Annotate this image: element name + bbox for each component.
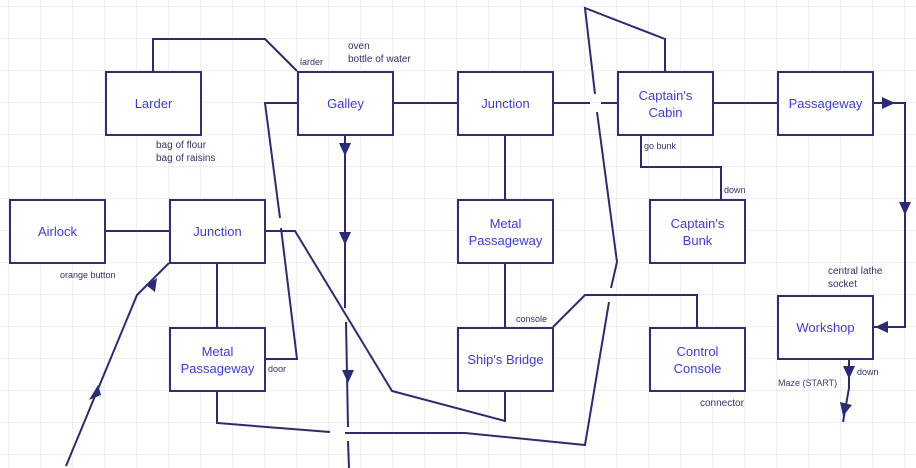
room-passageway[interactable]: Passageway: [777, 71, 874, 136]
arrow-orange-button-1: [89, 385, 101, 400]
label-orange-button: orange button: [60, 270, 116, 280]
arrow-galley-down-1: [339, 143, 351, 156]
room-control-console[interactable]: Control Console: [649, 327, 746, 392]
room-junction-top[interactable]: Junction: [457, 71, 554, 136]
room-label: Workshop: [796, 320, 855, 335]
room-label: Passageway: [788, 96, 863, 111]
arrow-workshop-in: [875, 321, 888, 333]
connection-orange-button: [65, 262, 170, 467]
arrow-galley-down-3: [342, 370, 354, 383]
label-door: door: [268, 364, 287, 374]
connection-bridge-console: [552, 294, 698, 328]
room-label: Metal Passageway: [468, 215, 543, 248]
room-airlock[interactable]: Airlock: [9, 199, 106, 264]
room-larder[interactable]: Larder: [105, 71, 202, 136]
room-label: Junction: [193, 224, 242, 239]
room-metal-passageway-mid[interactable]: Metal Passageway: [457, 199, 554, 264]
room-label: Junction: [481, 96, 530, 111]
room-label: Control Console: [673, 343, 722, 376]
connection-cabin-bunk: [640, 135, 722, 199]
label-workshop-down: down: [857, 367, 879, 377]
room-label: Airlock: [37, 224, 77, 239]
room-captains-bunk[interactable]: Captain's Bunk: [649, 199, 746, 264]
label-larder-door: larder: [300, 57, 324, 67]
connection-cabin-loop-low: [464, 301, 610, 447]
arrow-galley-down-2: [339, 232, 351, 245]
connection-cabin-loop-mid: [596, 111, 619, 289]
connection-passageway-workshop: [873, 102, 906, 328]
room-label: Larder: [134, 96, 173, 111]
arrow-workshop-down-1: [843, 366, 855, 379]
label-galley-items: oven bottle of water: [348, 41, 411, 65]
room-label: Metal Passageway: [180, 343, 255, 376]
arrow-workshop-down-2: [840, 402, 852, 416]
arrow-orange-button-2: [146, 278, 157, 292]
arrow-passageway-right: [882, 97, 895, 109]
connection-cabin-loop-top: [583, 6, 666, 95]
room-label: Captain's Cabin: [638, 87, 693, 120]
room-ships-bridge[interactable]: Ship's Bridge: [457, 327, 554, 392]
label-console: console: [516, 314, 548, 324]
room-metal-passageway-low[interactable]: Metal Passageway: [169, 327, 266, 392]
arrow-passageway-down: [899, 202, 911, 215]
label-bunk-down: down: [724, 185, 746, 195]
room-label: Galley: [327, 96, 364, 111]
label-go-bunk: go bunk: [644, 141, 677, 151]
connection-metal-low-bottom: [216, 391, 331, 433]
label-connector: connector: [700, 398, 744, 409]
connection-door-galley: [265, 227, 299, 360]
room-label: Captain's Bunk: [670, 215, 725, 248]
room-junction-mid[interactable]: Junction: [169, 199, 266, 264]
label-larder-items: bag of flour bag of raisins: [156, 140, 216, 164]
room-galley[interactable]: Galley: [297, 71, 394, 136]
label-central-lathe: central lathe socket: [828, 266, 883, 290]
connection-door-galley-b: [263, 102, 297, 219]
label-maze-start: Maze (START): [778, 378, 838, 388]
connection-larder-galley: [152, 38, 298, 72]
room-label: Ship's Bridge: [467, 352, 544, 367]
room-workshop[interactable]: Workshop: [777, 295, 874, 360]
room-captains-cabin[interactable]: Captain's Cabin: [617, 71, 714, 136]
connection-galley-down-c: [347, 440, 350, 468]
connection-junction-bridge: [265, 230, 506, 423]
